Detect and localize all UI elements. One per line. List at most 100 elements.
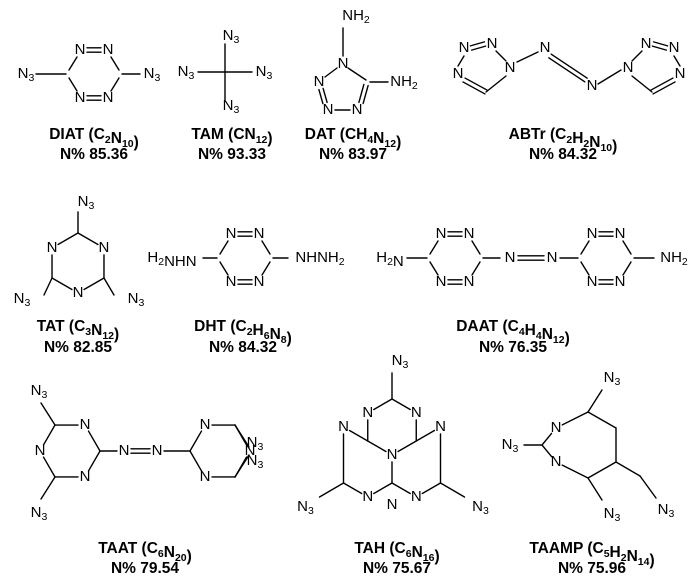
- atom-label: N: [487, 35, 498, 52]
- atom-label: N: [387, 446, 398, 463]
- bond: [57, 232, 79, 246]
- bond: [219, 240, 229, 255]
- bond: [580, 261, 590, 276]
- atom-label: N3: [223, 97, 240, 116]
- atom-label: N: [587, 273, 598, 290]
- bond: [470, 45, 487, 51]
- bond: [471, 261, 481, 276]
- bond: [673, 55, 681, 67]
- compound-name: DAAT (C4H4N12): [456, 318, 570, 347]
- bond: [87, 430, 101, 452]
- atom-label: N: [226, 225, 237, 242]
- bond: [348, 429, 369, 442]
- compound-name: TAH (C6N16): [354, 540, 439, 565]
- atom-label: N3: [658, 501, 675, 520]
- bond: [110, 77, 120, 92]
- atom-label: NH2: [390, 73, 418, 92]
- atom-label: N3: [78, 193, 95, 212]
- bond: [469, 41, 486, 47]
- bond: [77, 232, 99, 246]
- atom-label: N: [254, 273, 265, 290]
- atom-label: N3: [144, 65, 161, 84]
- atom-label: N: [75, 41, 86, 58]
- compound-name: TAM (CN12): [191, 126, 272, 147]
- bond: [561, 464, 589, 479]
- bond: [347, 67, 367, 81]
- bond: [495, 50, 507, 62]
- bond: [261, 261, 271, 276]
- atom-label: N: [551, 453, 562, 470]
- atom-label: N: [99, 239, 110, 256]
- bond: [51, 277, 73, 291]
- atom-label: N: [505, 59, 516, 76]
- bond: [587, 477, 603, 501]
- nitrogen-percent: N% 83.97: [319, 146, 387, 163]
- atom-label: N: [551, 419, 562, 436]
- bond: [318, 482, 345, 498]
- bond: [541, 444, 553, 458]
- atom-label: N: [615, 273, 626, 290]
- atom-label: N: [411, 488, 422, 505]
- bond: [83, 277, 105, 291]
- atom-label: N: [119, 442, 130, 459]
- bond: [415, 429, 436, 442]
- atom-label: N: [362, 488, 373, 505]
- atom-label: N3: [247, 434, 264, 453]
- atom-label: N: [73, 284, 84, 301]
- bond: [541, 432, 553, 446]
- bond: [234, 454, 250, 478]
- nitrogen-percent: N% 82.85: [44, 339, 112, 356]
- atom-label: N3: [223, 27, 240, 46]
- bond: [42, 456, 56, 478]
- atom-label: N: [464, 225, 475, 242]
- atom-label: H2N: [376, 249, 404, 270]
- atom-label: N3: [472, 498, 489, 517]
- atom-label: NH2: [660, 249, 688, 268]
- nitrogen-percent: N% 76.35: [479, 339, 547, 356]
- bond: [110, 56, 120, 71]
- nitrogen-percent: N% 75.96: [558, 560, 626, 577]
- atom-label: N: [362, 404, 373, 421]
- atom-label: N: [338, 418, 349, 435]
- bond: [342, 482, 363, 495]
- atom-label: N: [459, 39, 470, 56]
- compound-name: DHT (C2H6N8): [194, 318, 292, 347]
- bond: [587, 389, 603, 413]
- bond: [639, 475, 657, 499]
- atom-label: N: [387, 496, 398, 513]
- atom-label: N3: [31, 382, 48, 401]
- bond: [373, 482, 393, 495]
- atom-label: N: [587, 77, 598, 94]
- bond: [42, 424, 56, 446]
- atom-label: N: [200, 468, 211, 485]
- bond: [464, 77, 488, 91]
- atom-label: N: [540, 39, 551, 56]
- bond: [358, 83, 365, 104]
- bond: [622, 261, 632, 276]
- nitrogen-percent: N% 85.36: [60, 146, 128, 163]
- atom-label: NH2: [342, 7, 370, 26]
- compound-name: DAT (CH4N12): [305, 126, 401, 151]
- atom-label: N: [103, 89, 114, 106]
- bond: [561, 411, 589, 426]
- bond: [318, 88, 324, 105]
- atom-label: N: [35, 442, 46, 459]
- nitrogen-percent: N% 84.32: [209, 339, 277, 356]
- atom-label: N3: [604, 505, 621, 524]
- atom-label: N3: [256, 63, 273, 82]
- bond: [421, 482, 442, 495]
- compound-name: ABTr (C2H2N10): [509, 126, 618, 155]
- bond: [362, 84, 369, 105]
- atom-label: N: [80, 416, 91, 433]
- bond: [652, 41, 669, 47]
- atom-label: N3: [604, 369, 621, 388]
- bond: [615, 461, 641, 477]
